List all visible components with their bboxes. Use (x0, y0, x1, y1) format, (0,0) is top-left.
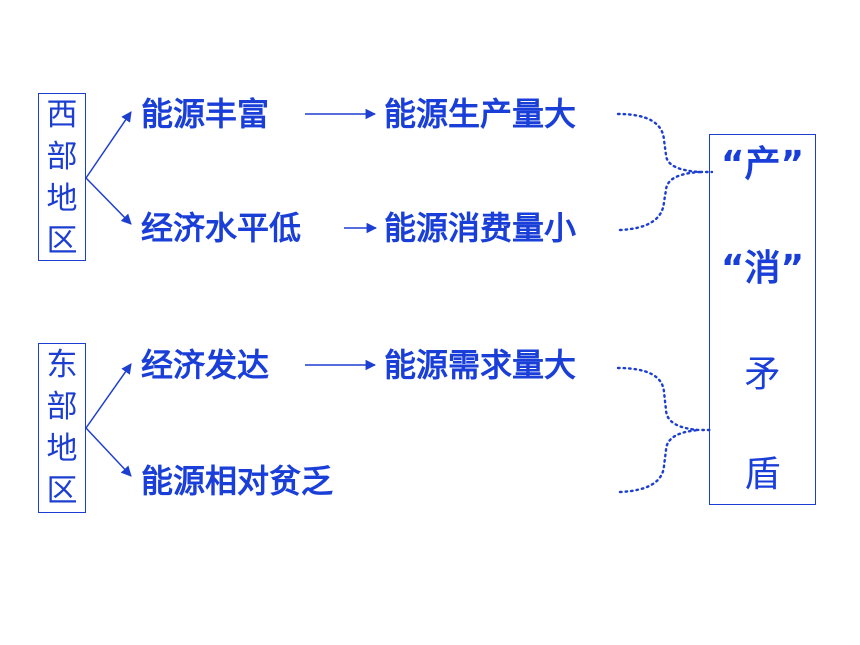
contradiction-box: “产” “消” 矛 盾 (709, 134, 816, 505)
consumption-label: “消” (720, 248, 805, 289)
east-cause-energy-poor: 能源相对贫乏 (141, 462, 334, 500)
east-region-char: 地 (46, 431, 78, 467)
west-region-char: 区 (46, 223, 78, 259)
east-region-char: 东 (46, 347, 78, 383)
east-region-box: 东 部 地 区 (38, 343, 86, 513)
west-region-char: 西 (46, 97, 78, 133)
west-effect-low-consumption: 能源消费量小 (384, 209, 577, 247)
west-cause-energy-rich: 能源丰富 (141, 95, 270, 133)
west-effect-high-production: 能源生产量大 (384, 95, 577, 133)
east-branch-arrow-top (85, 363, 132, 429)
east-region-char: 部 (46, 389, 78, 425)
east-region-char: 区 (46, 473, 78, 509)
west-branch-arrow-top (85, 111, 132, 179)
east-branch-arrow-bottom (85, 427, 132, 477)
east-effect-high-demand: 能源需求量大 (384, 346, 577, 384)
west-region-box: 西 部 地 区 (38, 93, 86, 261)
west-branch-arrow-bottom (85, 177, 132, 225)
east-cause-developed-economy: 经济发达 (141, 346, 270, 384)
west-region-char: 地 (46, 181, 78, 217)
production-label: “产” (720, 144, 805, 185)
west-cause-low-economy: 经济水平低 (141, 209, 302, 247)
contradiction-char-1: 矛 (744, 354, 781, 395)
east-dotted-brace (616, 366, 714, 494)
contradiction-char-2: 盾 (744, 454, 781, 495)
west-dotted-brace (616, 112, 714, 232)
west-region-char: 部 (46, 139, 78, 175)
